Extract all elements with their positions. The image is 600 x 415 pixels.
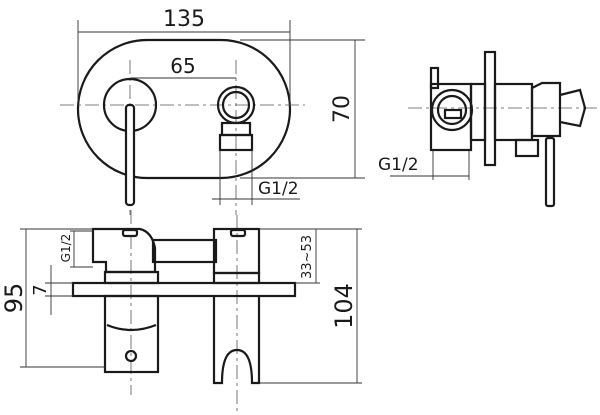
dim-70: 70 bbox=[330, 95, 355, 123]
dim-thread-side: G1/2 bbox=[378, 155, 419, 175]
top-view: 95 7 G1/2 33~53 104 bbox=[0, 210, 362, 415]
dim-thread-top: G1/2 bbox=[59, 234, 73, 263]
dim-104: 104 bbox=[330, 283, 358, 329]
hose-holder bbox=[212, 296, 261, 385]
dim-33-53: 33~53 bbox=[300, 235, 315, 279]
dim-7: 7 bbox=[30, 284, 51, 295]
side-view: G1/2 bbox=[378, 50, 600, 208]
plate-edge bbox=[71, 281, 297, 298]
front-view: 135 65 70 G1/2 bbox=[60, 7, 365, 215]
dim-95: 95 bbox=[0, 283, 28, 314]
dim-65: 65 bbox=[170, 54, 195, 78]
side-plate bbox=[483, 50, 497, 167]
cover-plate bbox=[76, 38, 292, 180]
dim-135: 135 bbox=[163, 7, 205, 32]
outlet-nozzle bbox=[218, 133, 254, 152]
handle-body bbox=[103, 294, 160, 374]
dim-thread-front: G1/2 bbox=[258, 179, 299, 199]
outlet-inner bbox=[221, 90, 251, 120]
connector-bar bbox=[151, 238, 218, 264]
lever bbox=[124, 103, 136, 207]
